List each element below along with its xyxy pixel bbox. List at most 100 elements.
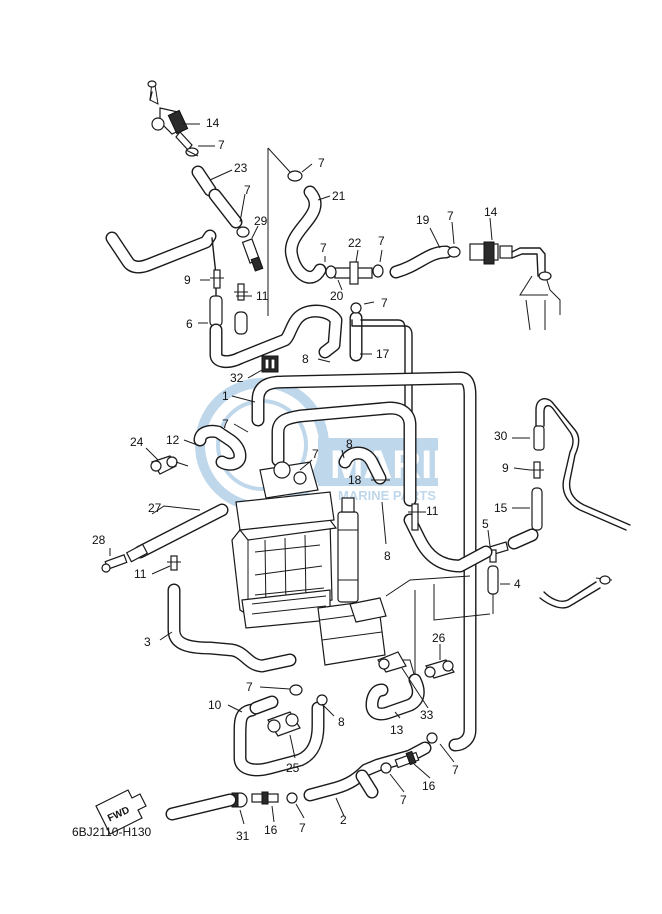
callout-9a: 9 xyxy=(184,273,191,287)
part-14-connector-right xyxy=(469,241,561,331)
leader-lines xyxy=(109,123,531,825)
callout-7h: 7 xyxy=(222,417,229,431)
part-11-fitting-right xyxy=(408,503,422,531)
callout-31: 31 xyxy=(236,829,250,843)
callout-23: 23 xyxy=(234,161,248,175)
part-8-clip-bottom xyxy=(316,694,328,706)
callout-7f: 7 xyxy=(447,209,454,223)
part-16-connector-right xyxy=(394,750,420,769)
callout-labels: 14 7 23 7 21 7 29 7 22 7 19 7 14 20 7 9 … xyxy=(92,116,521,843)
diagram-code: 6BJ2110-H130 xyxy=(72,825,151,839)
part-18-hose xyxy=(338,446,387,485)
callout-7c: 7 xyxy=(244,183,251,197)
part-11-fitting-mid xyxy=(167,555,181,571)
part-32-bracket xyxy=(261,355,279,373)
part-7-clip-farright xyxy=(539,575,613,609)
callout-4: 4 xyxy=(514,577,521,591)
callout-11c: 11 xyxy=(134,567,147,581)
part-22-tee-fitting xyxy=(325,261,384,285)
callout-32: 32 xyxy=(230,371,244,385)
callout-21: 21 xyxy=(332,189,346,203)
callout-9b: 9 xyxy=(502,461,509,475)
callout-8b: 8 xyxy=(346,437,353,451)
callout-7l: 7 xyxy=(400,793,407,807)
callout-7e: 7 xyxy=(378,234,385,248)
callout-29: 29 xyxy=(254,214,268,228)
callout-7b: 7 xyxy=(318,156,325,170)
callout-33: 33 xyxy=(420,708,434,722)
part-16-connector-left xyxy=(251,791,298,805)
part-7-clip-a xyxy=(185,147,199,157)
part-23-hose xyxy=(191,165,243,229)
callout-7i: 7 xyxy=(312,447,319,461)
callout-26: 26 xyxy=(432,631,446,645)
part-connector-hose-mid xyxy=(271,401,417,507)
part-29-valve xyxy=(236,226,264,272)
part-6-hose xyxy=(209,295,223,327)
part-26-clip xyxy=(424,659,455,679)
callout-11b: 11 xyxy=(426,504,439,518)
callout-18: 18 xyxy=(348,473,362,487)
part-15-hose xyxy=(507,487,543,550)
callout-28: 28 xyxy=(92,533,106,547)
callout-3: 3 xyxy=(144,635,151,649)
callout-16b: 16 xyxy=(264,823,278,837)
callout-12: 12 xyxy=(166,433,180,447)
part-28-fitting xyxy=(101,554,128,573)
part-14-connector-top xyxy=(147,80,193,151)
callout-7k: 7 xyxy=(452,763,459,777)
part-9-fitting-left xyxy=(210,269,224,289)
callout-8c: 8 xyxy=(384,549,391,563)
part-13-hose xyxy=(365,673,425,721)
callout-7a: 7 xyxy=(218,138,225,152)
callout-7j: 7 xyxy=(246,680,253,694)
part-7-clip-10 xyxy=(289,684,303,696)
callout-1: 1 xyxy=(222,389,229,403)
part-21-hose xyxy=(284,170,327,284)
callout-19: 19 xyxy=(416,213,430,227)
callout-7m: 7 xyxy=(299,821,306,835)
callout-25: 25 xyxy=(286,761,300,775)
part-24-clip xyxy=(150,455,189,475)
callout-11a: 11 xyxy=(256,289,269,303)
part-19-hose xyxy=(389,245,461,279)
callout-20: 20 xyxy=(330,289,344,303)
part-33-clip xyxy=(377,651,407,673)
callout-22: 22 xyxy=(348,236,362,250)
callout-7d: 7 xyxy=(320,241,327,255)
fuel-vapor-separator-assembly xyxy=(231,461,387,666)
callout-16a: 16 xyxy=(422,779,436,793)
callout-24: 24 xyxy=(130,435,144,449)
callout-27: 27 xyxy=(148,501,162,515)
callout-8a: 8 xyxy=(302,352,309,366)
lower-left-fuel-line xyxy=(165,793,237,821)
upper-left-vent-hose xyxy=(105,229,217,306)
callout-13: 13 xyxy=(390,723,404,737)
part-25-clip xyxy=(267,711,301,737)
callout-14b: 14 xyxy=(484,205,498,219)
callout-17: 17 xyxy=(376,347,390,361)
callout-30: 30 xyxy=(494,429,508,443)
part-27-hose xyxy=(125,503,229,563)
part-10-hose xyxy=(233,695,325,777)
part-4-hose xyxy=(487,565,499,614)
part-7-clips-bottom-right xyxy=(380,732,438,774)
callout-8d: 8 xyxy=(338,715,345,729)
fwd-direction-arrow: FWD xyxy=(95,789,147,835)
part-17-hose xyxy=(349,302,413,421)
part-1-hose xyxy=(251,371,477,752)
callout-10: 10 xyxy=(208,698,222,712)
part-3-hose xyxy=(167,583,297,673)
callout-5: 5 xyxy=(482,517,489,531)
part-9-fitting-right xyxy=(530,461,544,479)
callout-6: 6 xyxy=(186,317,193,331)
callout-15: 15 xyxy=(494,501,508,515)
part-30-hose xyxy=(533,398,631,531)
lower-right-feed-hose xyxy=(403,513,493,573)
callout-7g: 7 xyxy=(381,296,388,310)
part-20-hose-loop xyxy=(209,304,343,369)
callout-14a: 14 xyxy=(206,116,220,130)
callout-2: 2 xyxy=(340,813,347,827)
part-11-fitting-left xyxy=(234,283,248,335)
